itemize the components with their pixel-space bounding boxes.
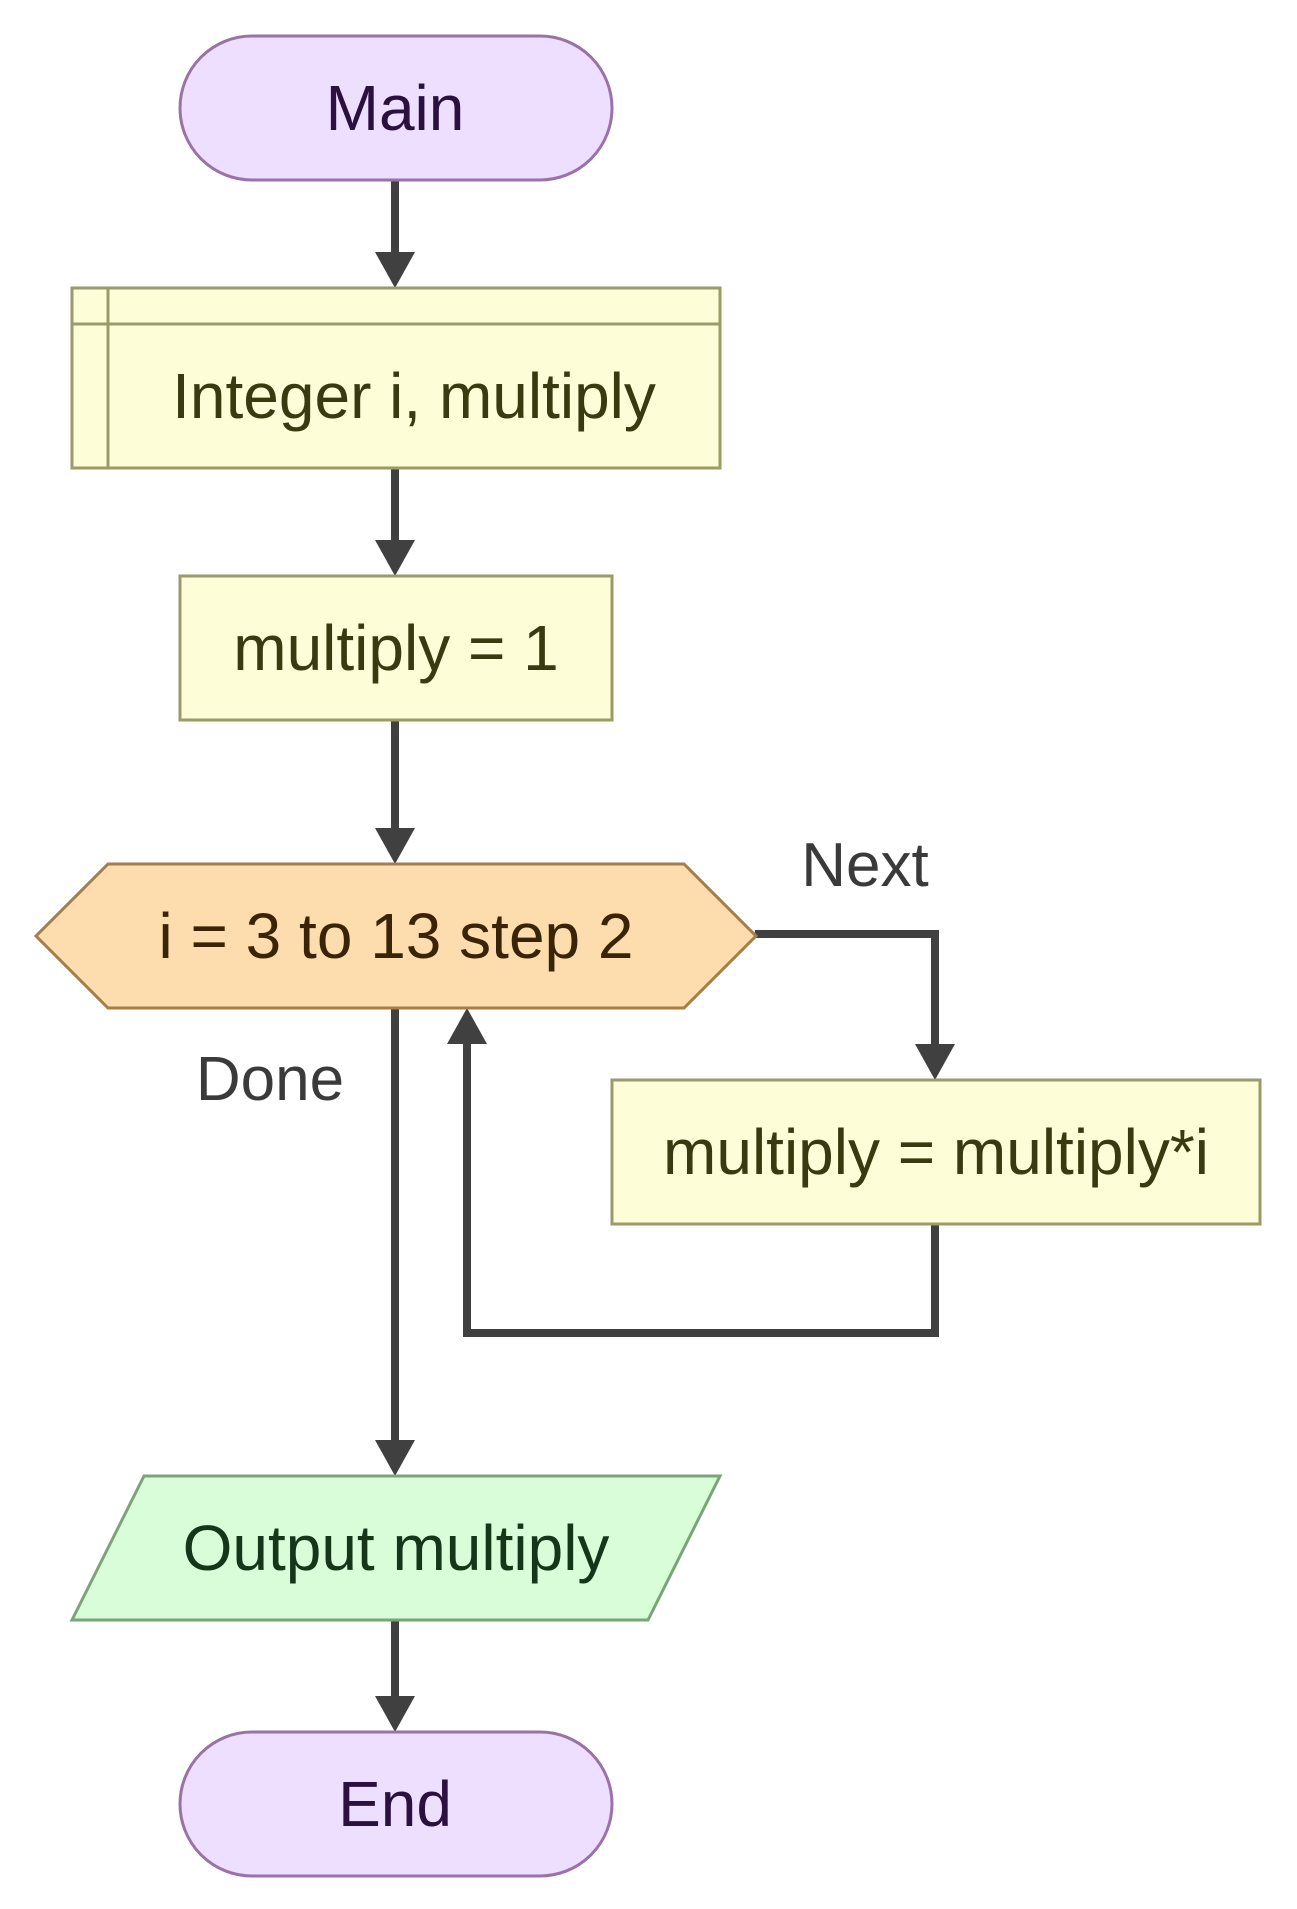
arrowhead-end — [375, 1696, 415, 1732]
arrowhead-body — [915, 1044, 955, 1080]
node-assign-init: multiply = 1 — [178, 574, 614, 722]
edges — [375, 180, 955, 1732]
edge-body-back-to-loop — [463, 1044, 939, 1337]
process-shape — [178, 574, 614, 722]
node-main: Main — [178, 34, 614, 182]
output-shape — [69, 1474, 723, 1622]
node-end-label: End — [338, 1768, 452, 1840]
terminal-shape — [178, 1730, 614, 1878]
node-output-label: Output multiply — [183, 1512, 610, 1584]
arrowhead-output — [375, 1440, 415, 1476]
node-declare: Integer i, multiply — [70, 286, 722, 470]
edge-label-done: Done — [196, 1045, 344, 1114]
node-assign-init-label: multiply = 1 — [233, 612, 558, 684]
for-loop-shape — [33, 862, 759, 1010]
arrowhead-loop — [375, 828, 415, 864]
edge-label-next: Next — [801, 831, 928, 900]
arrowhead-init — [375, 540, 415, 576]
node-declare-label: Integer i, multiply — [172, 360, 656, 432]
node-assign-loop: multiply = multiply*i — [610, 1078, 1262, 1226]
process-shape — [610, 1078, 1262, 1226]
declaration-shape — [70, 286, 722, 470]
arrowhead-loop-return — [447, 1008, 487, 1044]
node-loop-label: i = 3 to 13 step 2 — [159, 900, 634, 972]
terminal-shape — [178, 34, 614, 182]
edge-loop-next — [755, 930, 939, 1044]
node-main-label: Main — [326, 72, 465, 144]
node-assign-loop-label: multiply = multiply*i — [663, 1116, 1209, 1188]
node-output: Output multiply — [69, 1474, 723, 1622]
node-end: End — [178, 1730, 614, 1878]
arrowhead-declare — [375, 252, 415, 288]
node-loop: i = 3 to 13 step 2 — [33, 862, 759, 1010]
